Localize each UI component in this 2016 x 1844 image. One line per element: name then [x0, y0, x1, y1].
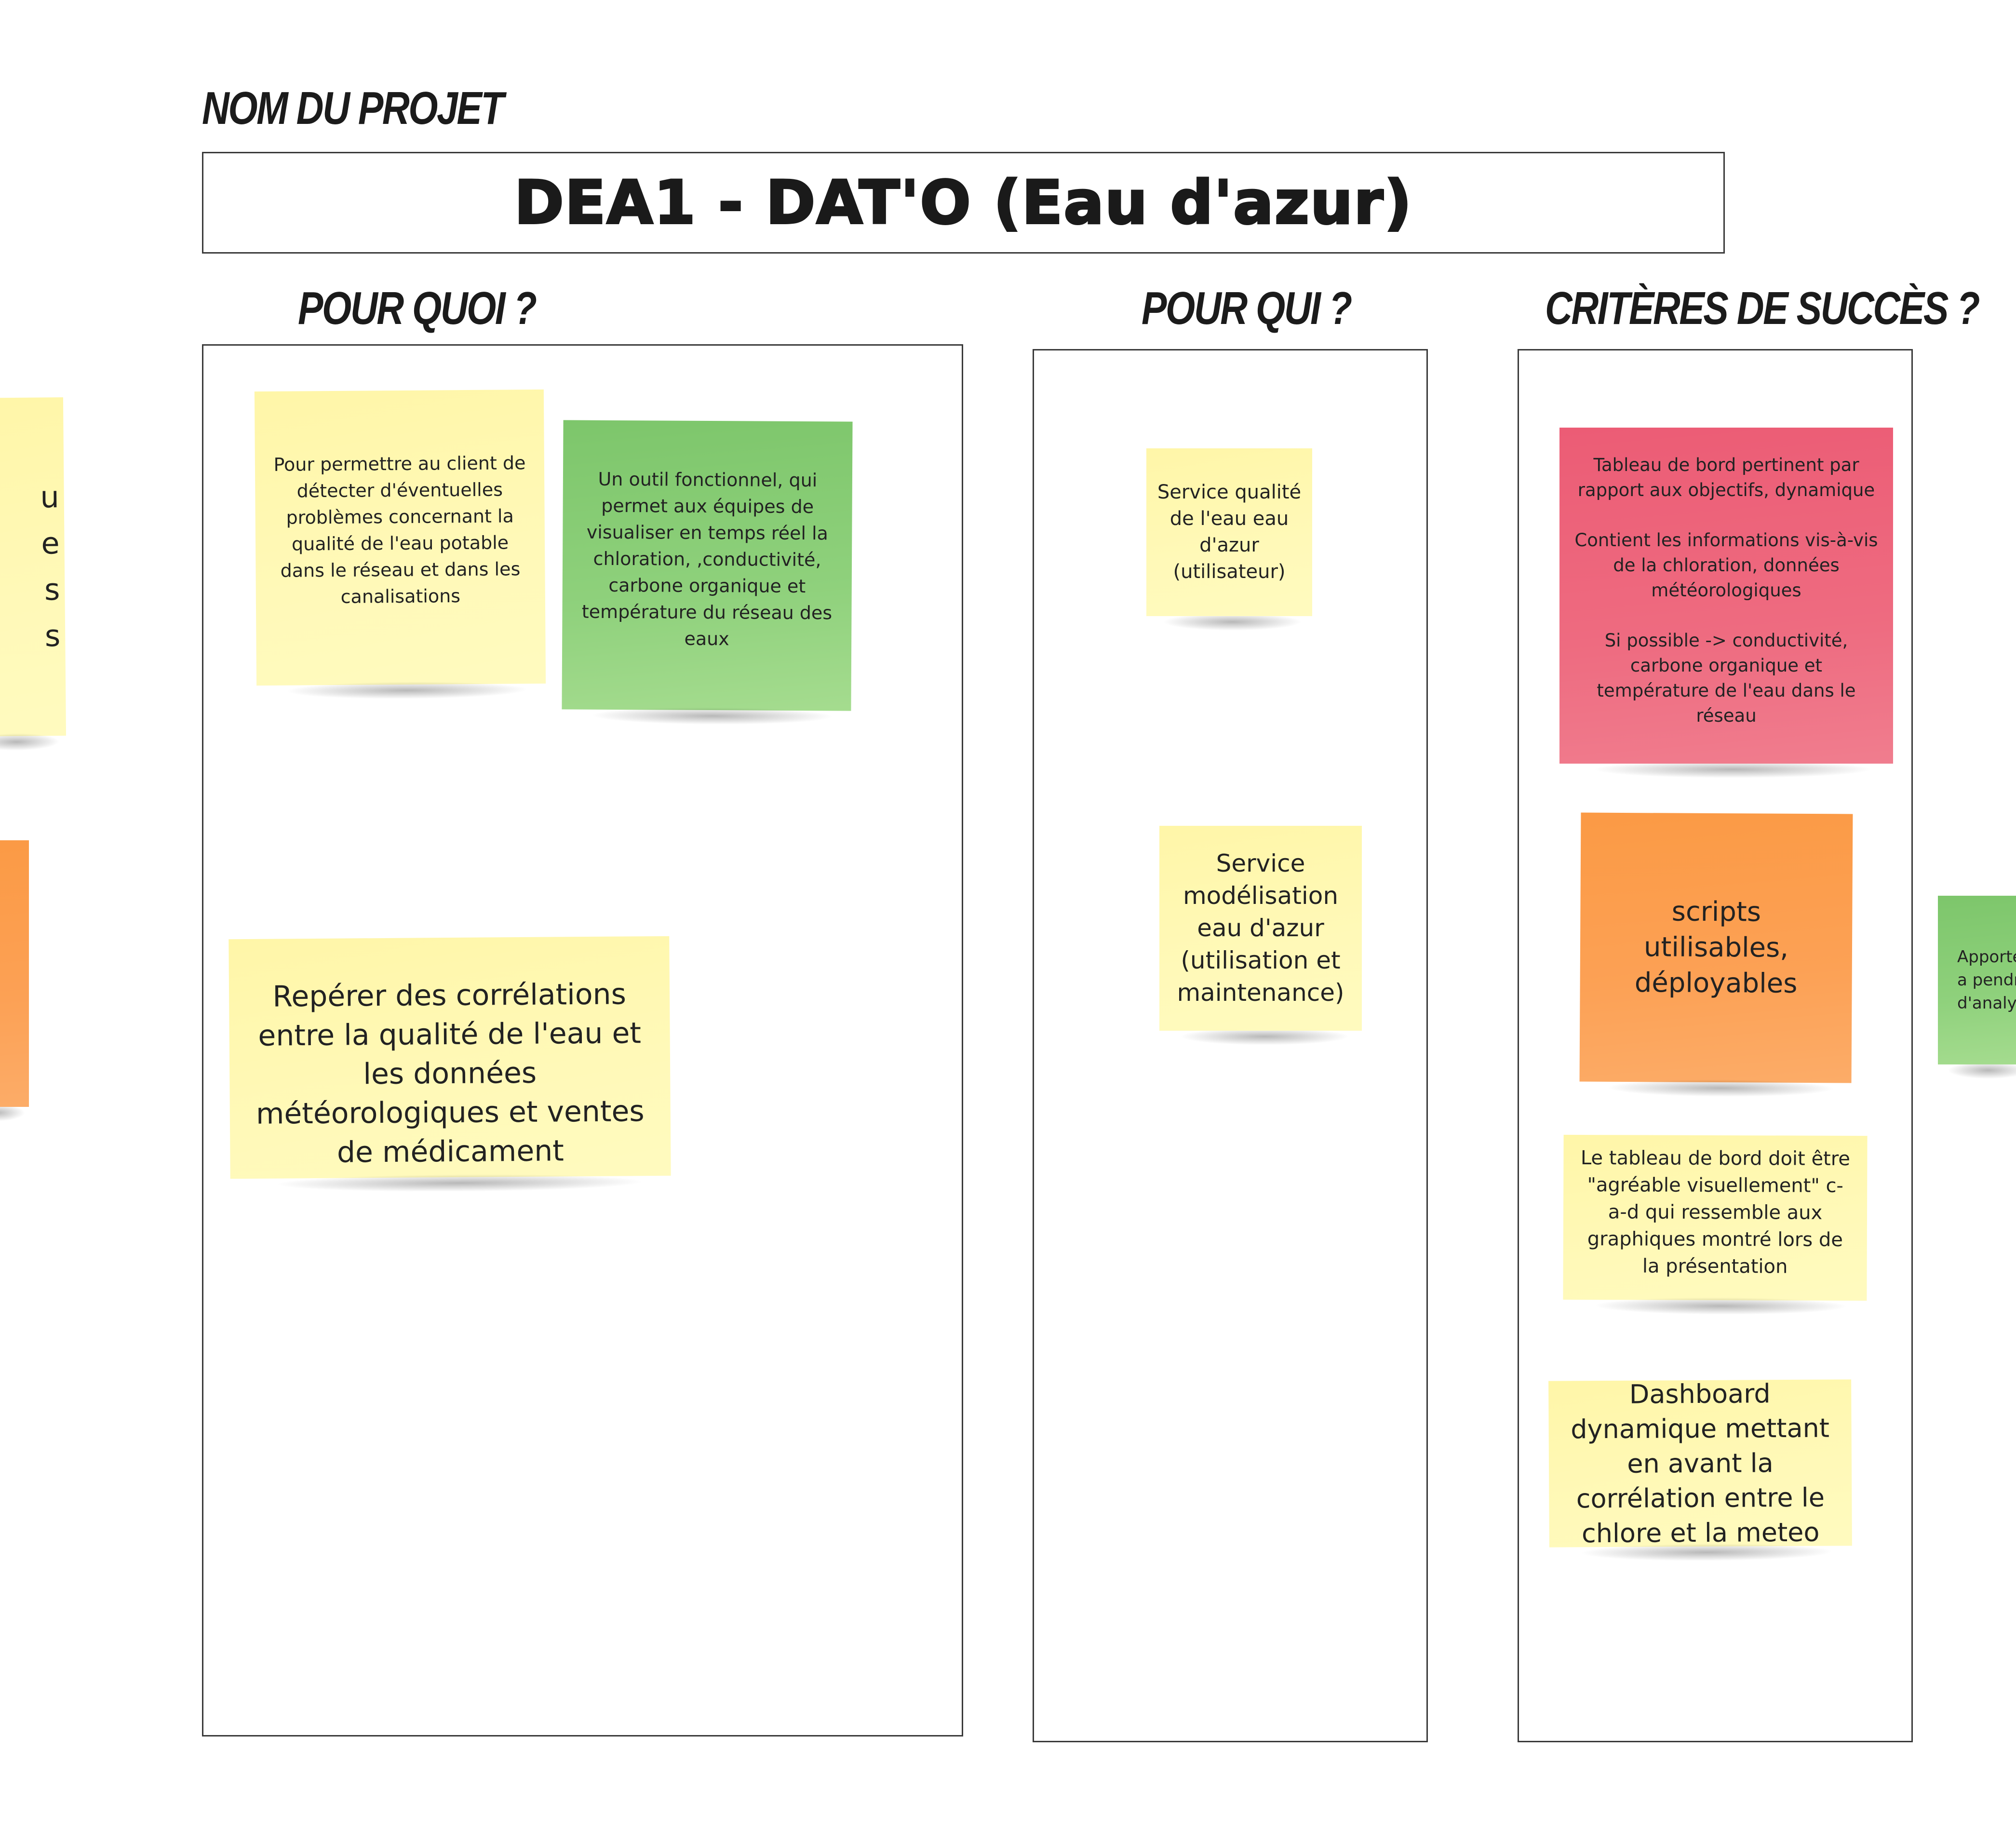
why-column-header: POUR QUOI ?	[298, 283, 537, 334]
edge-note-left-yellow-text: u e s s	[40, 479, 61, 654]
note-modeling-service-text: Service modélisation eau d'azur (utilisa…	[1177, 849, 1344, 1007]
project-title-box[interactable]: DEA1 - DAT'O (Eau d'azur)	[202, 152, 1725, 254]
note-functional-tool[interactable]: Un outil fonctionnel, qui permet aux équ…	[562, 420, 853, 711]
note-visual-dashboard-text: Le tableau de bord doit être "agréable v…	[1580, 1147, 1851, 1278]
note-detect-problems[interactable]: Pour permettre au client de détecter d'é…	[254, 389, 546, 686]
edge-note-left-yellow[interactable]: u e s s	[0, 397, 67, 737]
who-column-header: POUR QUI ?	[1142, 283, 1352, 334]
note-usable-scripts-text: scripts utilisables, déployables	[1634, 896, 1798, 999]
note-usable-scripts[interactable]: scripts utilisables, déployables	[1579, 812, 1853, 1083]
who-column	[1033, 349, 1428, 1742]
note-visual-dashboard[interactable]: Le tableau de bord doit être "agréable v…	[1563, 1134, 1868, 1301]
note-functional-tool-text: Un outil fonctionnel, qui permet aux équ…	[581, 468, 833, 650]
why-column	[202, 344, 963, 1736]
note-modeling-service[interactable]: Service modélisation eau d'azur (utilisa…	[1159, 826, 1362, 1045]
note-dynamic-dashboard-text: Dashboard dynamique mettant en avant la …	[1571, 1378, 1830, 1548]
edge-note-right-green-text: Apporte a pendr d'analy	[1957, 947, 2016, 1013]
edge-note-right-green[interactable]: Apporte a pendr d'analy	[1938, 896, 2016, 1079]
project-name-label: NOM DU PROJET	[202, 82, 504, 134]
success-column-header: CRITÈRES DE SUCCÈS ?	[1545, 283, 1980, 334]
note-dashboard-relevant[interactable]: Tableau de bord pertinent par rapport au…	[1559, 428, 1893, 778]
edge-note-left-orange[interactable]	[0, 840, 29, 1121]
note-quality-service-text: Service qualité de l'eau eau d'azur (uti…	[1157, 481, 1302, 583]
note-dashboard-relevant-text: Tableau de bord pertinent par rapport au…	[1574, 455, 1878, 726]
note-detect-problems-text: Pour permettre au client de détecter d'é…	[273, 452, 526, 607]
project-title: DEA1 - DAT'O (Eau d'azur)	[513, 167, 1413, 239]
note-find-correlations-text: Repérer des corrélations entre la qualit…	[255, 977, 645, 1170]
note-find-correlations[interactable]: Repérer des corrélations entre la qualit…	[228, 936, 671, 1179]
note-quality-service[interactable]: Service qualité de l'eau eau d'azur (uti…	[1146, 448, 1312, 631]
success-column	[1518, 349, 1913, 1742]
note-dynamic-dashboard[interactable]: Dashboard dynamique mettant en avant la …	[1548, 1378, 1852, 1548]
